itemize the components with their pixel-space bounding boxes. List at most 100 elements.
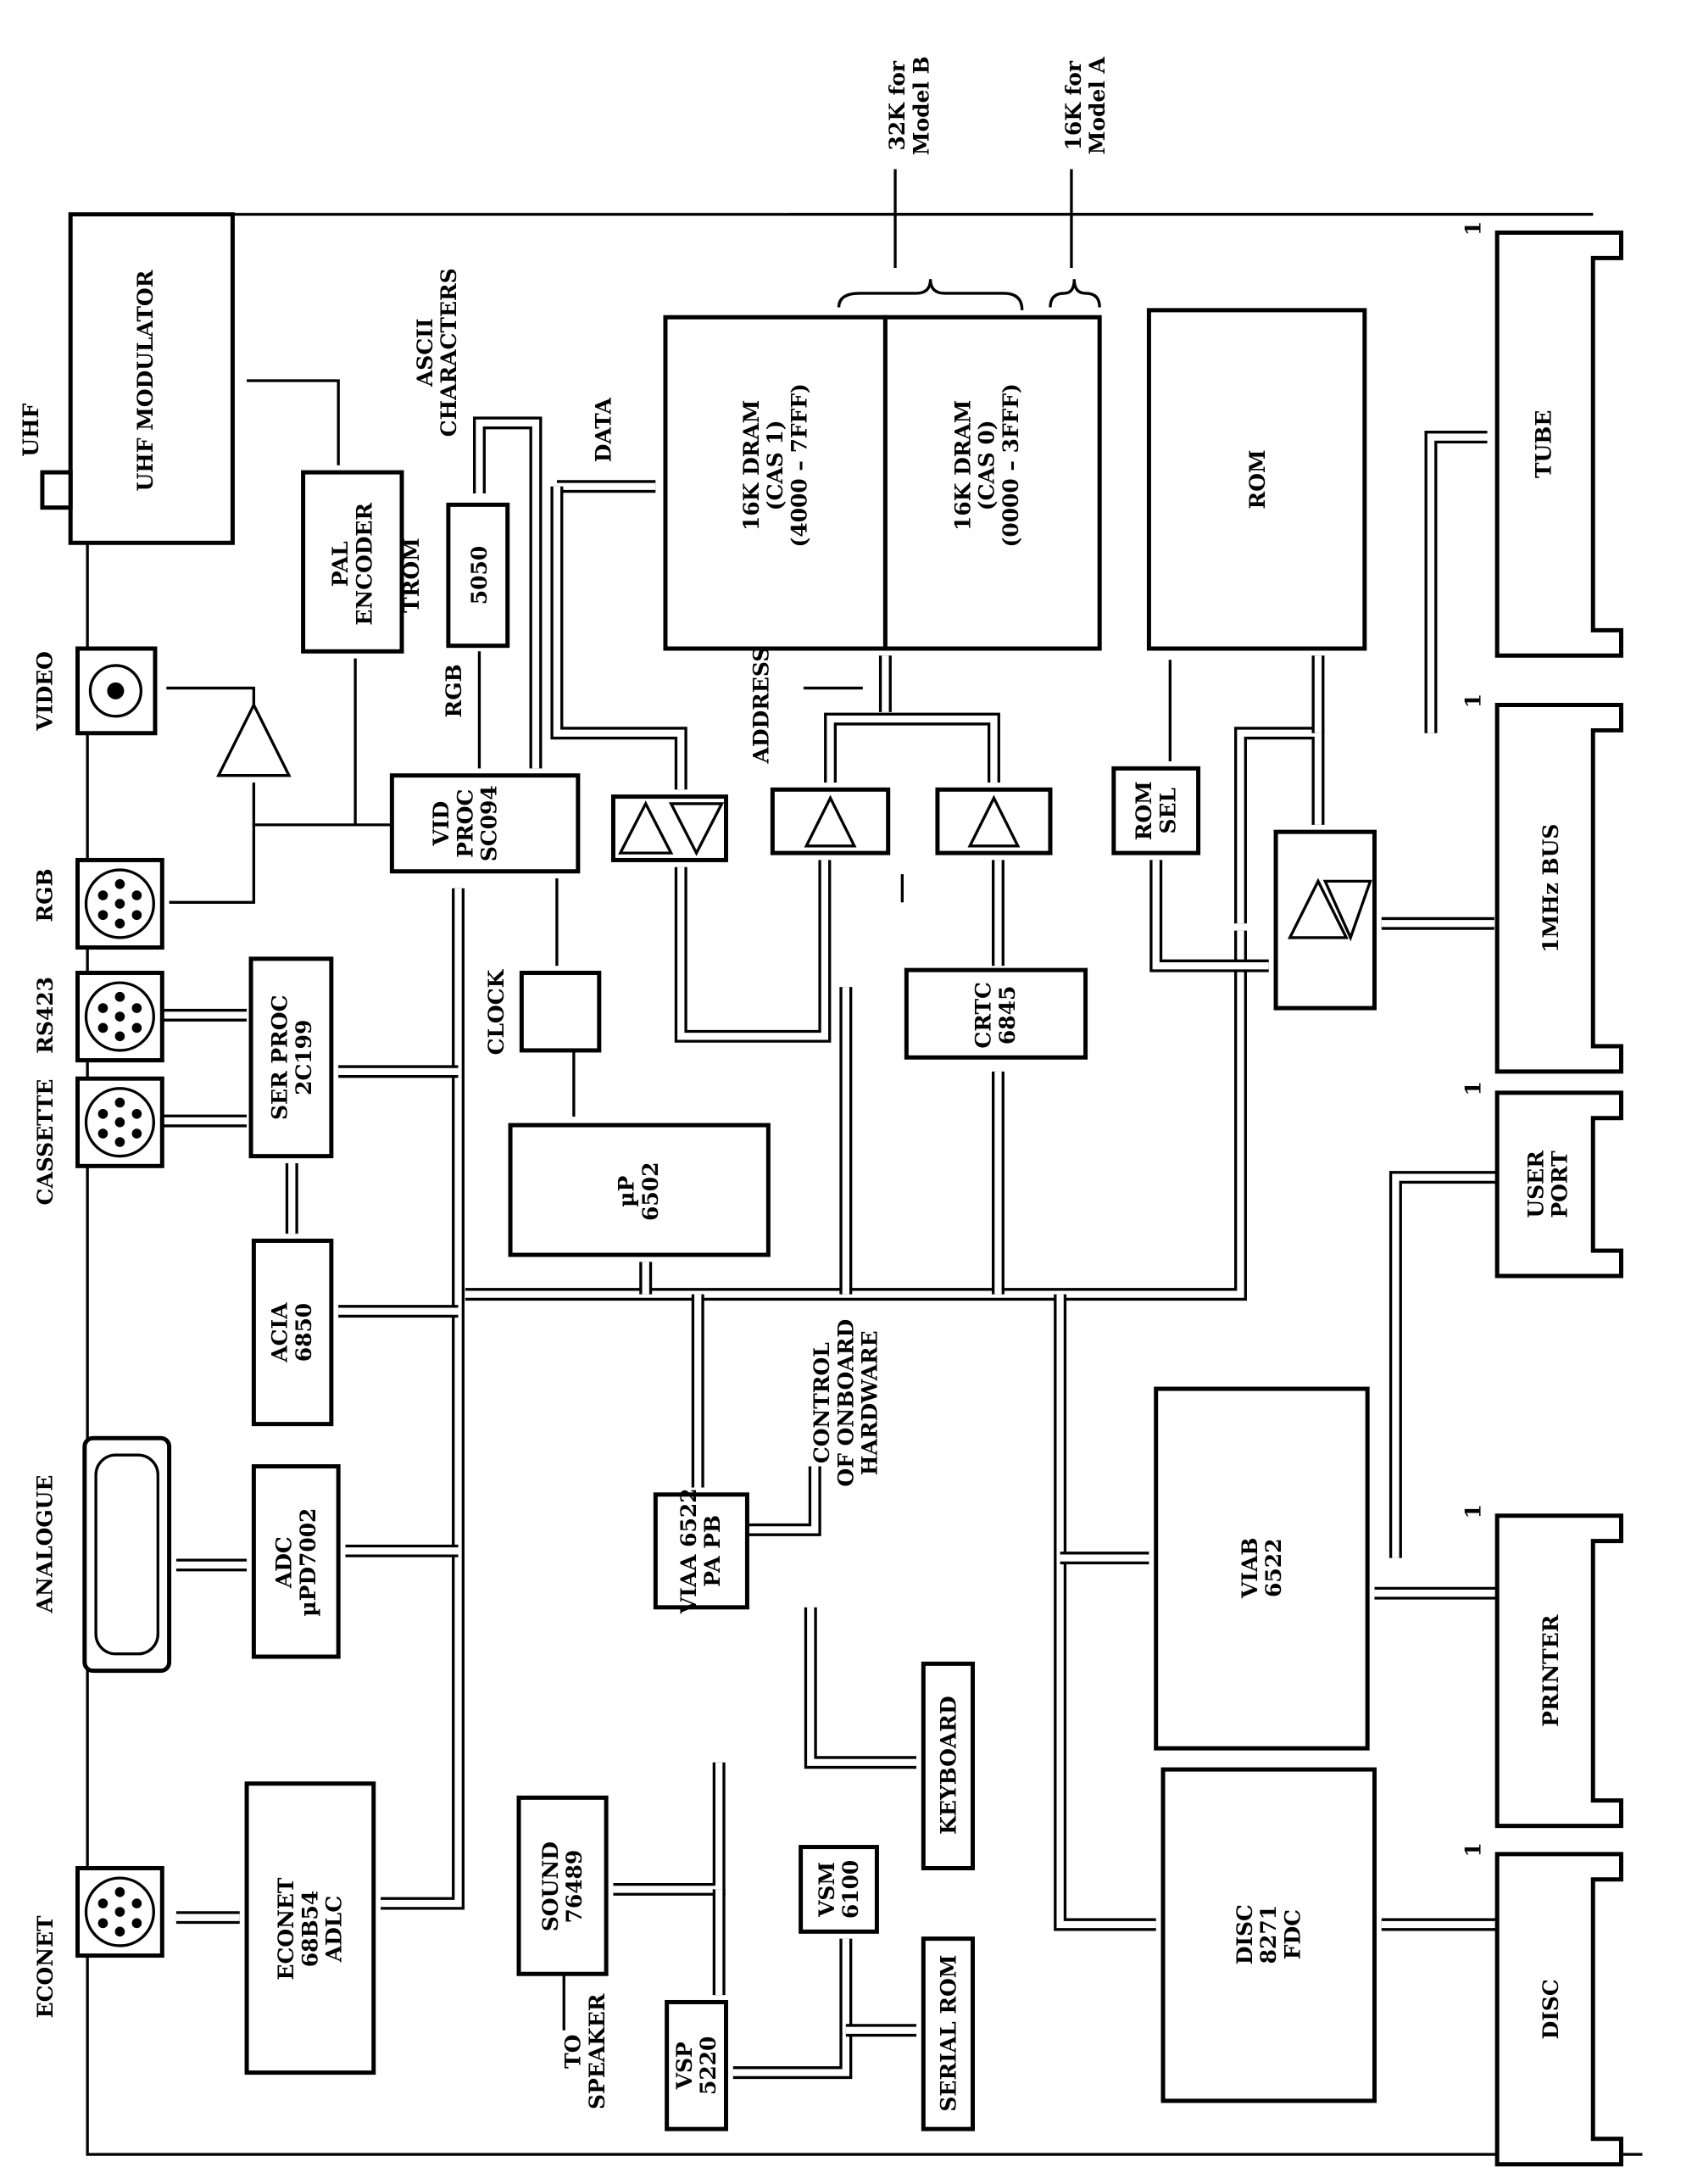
model-a-brace [1049, 279, 1101, 308]
dram-cas0-label: (CAS 0) [975, 420, 999, 510]
brace-leader-lines [789, 169, 1594, 268]
disc-vertical-bus [1054, 1294, 1156, 1931]
vsm-bus-inner [732, 1938, 850, 2076]
model-b-label: Model B [909, 56, 933, 155]
disc-connector [1494, 1852, 1623, 2167]
printer-label: PRINTER [1539, 1614, 1563, 1727]
disc-vertical-bus-inner [1056, 1294, 1156, 1929]
vsm-label: VSM [815, 1862, 839, 1918]
data-buffer-bus [674, 860, 832, 1043]
sound-bus-inner [613, 1762, 723, 1893]
to-speaker-label: TO [561, 2035, 586, 2069]
pin-icon [114, 1117, 125, 1128]
disc-fdc-label: DISC [1233, 1904, 1257, 1964]
crtc-label: CRTC [971, 982, 995, 1049]
pin-icon [131, 1022, 142, 1034]
pal-encoder-label: PAL [328, 541, 353, 587]
analogue-d-connector [82, 1435, 172, 1674]
user-port-connector [1494, 1090, 1623, 1279]
dram-cas1-label: 16K DRAM [739, 400, 764, 531]
rgb-connector [75, 857, 164, 950]
pin-icon [131, 890, 142, 900]
pin-icon [114, 1907, 125, 1917]
pal-encoder-block [301, 470, 404, 654]
buffer-triangle-up-icon [618, 800, 674, 855]
dram-cas1-label: (CAS 1) [763, 420, 787, 510]
left-vertical-bus [381, 888, 465, 1910]
trom-5050-block [446, 502, 510, 649]
dram-cas1-label: (4000 – 7FFF) [787, 383, 811, 547]
keyboard-block [921, 1661, 976, 1870]
econet-chip-label: ECONET [274, 1877, 298, 1980]
data-buffer-bus-inner [677, 860, 829, 1040]
vid-proc-block [389, 773, 581, 874]
cassette-connector [75, 1076, 164, 1168]
video-amplifier-icon [216, 701, 292, 777]
din-connectors [75, 857, 164, 1958]
address-label: ADDRESS [749, 647, 774, 765]
buffer-triangle-icon [804, 794, 857, 848]
user-port-label: USER [1523, 1150, 1548, 1218]
adc-label: ADC [272, 1536, 297, 1589]
pin-icon [97, 1003, 109, 1013]
control-label: CONTROL [810, 1342, 834, 1463]
rom-bus-inner [1237, 729, 1322, 924]
pin1-label: 1 [1461, 1081, 1485, 1095]
buffer-triangle-up-icon [1288, 878, 1349, 939]
buffer-triangle-down-icon [668, 802, 725, 856]
disc-connector-label: DISC [1539, 1979, 1563, 2039]
analogue-label: ANALOGUE [33, 1475, 58, 1614]
user-port-bus-inner [1392, 1173, 1498, 1558]
cpu-label: 6502 [638, 1162, 663, 1221]
ser-proc-block [248, 956, 334, 1159]
cpu-label: µP [615, 1175, 639, 1206]
vsp-5220-block [665, 1999, 728, 2131]
crtc-label: 6845 [995, 986, 1020, 1045]
viaa-pb-inner [747, 1466, 819, 1534]
adc-block [251, 1464, 341, 1659]
rom-sel-bus-inner [1152, 860, 1269, 970]
keyboard-label: KEYBOARD [937, 1696, 961, 1834]
model-a-label: 16K for [1061, 60, 1086, 150]
left-vertical-bus-inner [381, 888, 462, 1908]
pin-icon [97, 1128, 109, 1139]
model-b-brace [837, 279, 1024, 310]
data-vid-bus-inner [553, 486, 685, 790]
econet-connector [75, 1865, 164, 1958]
rom-sel-bus [1149, 860, 1269, 972]
viaa-pa-bus [804, 1607, 916, 1769]
pal-encoder-label: ENCODER [352, 503, 376, 626]
dram-cas0-label: (0000 – 3FFF) [999, 383, 1023, 547]
pin-icon [131, 1108, 142, 1119]
pin-icon [97, 1022, 109, 1034]
tube-bus-inner [1427, 433, 1488, 733]
dram-cas0-block [882, 315, 1102, 651]
pin-icon [114, 1137, 125, 1147]
control-label: HARDWARE [858, 1330, 882, 1475]
sound-label: 76489 [562, 1850, 587, 1924]
adc-label: µPD7002 [296, 1508, 320, 1617]
sound-76489-block [516, 1795, 609, 1976]
viaa-pa-bus-inner [807, 1607, 916, 1766]
ascii-bus-inner [476, 419, 540, 769]
main-horizontal-bus-inner [465, 930, 1244, 1298]
uhf-label: UHF [19, 403, 43, 456]
data-vid-bus [550, 486, 687, 790]
pin-icon [131, 910, 142, 921]
video-label: VIDEO [33, 651, 58, 731]
user-port-label: PORT [1548, 1150, 1572, 1218]
clock-label: CLOCK [484, 968, 509, 1055]
pin-icon [114, 991, 125, 1002]
pin-icon [97, 910, 109, 921]
pin-icon [97, 1918, 109, 1929]
model-b-label: 32K for [885, 60, 910, 150]
buffer-triangle-icon [967, 794, 1021, 848]
clock-block [519, 970, 602, 1053]
sound-label: SOUND [538, 1841, 563, 1931]
rom-sel-label: SEL [1155, 788, 1180, 834]
vid-proc-label: VID [429, 801, 454, 847]
to-speaker-label: SPEAKER [585, 1993, 609, 2109]
pin-icon [97, 890, 109, 900]
